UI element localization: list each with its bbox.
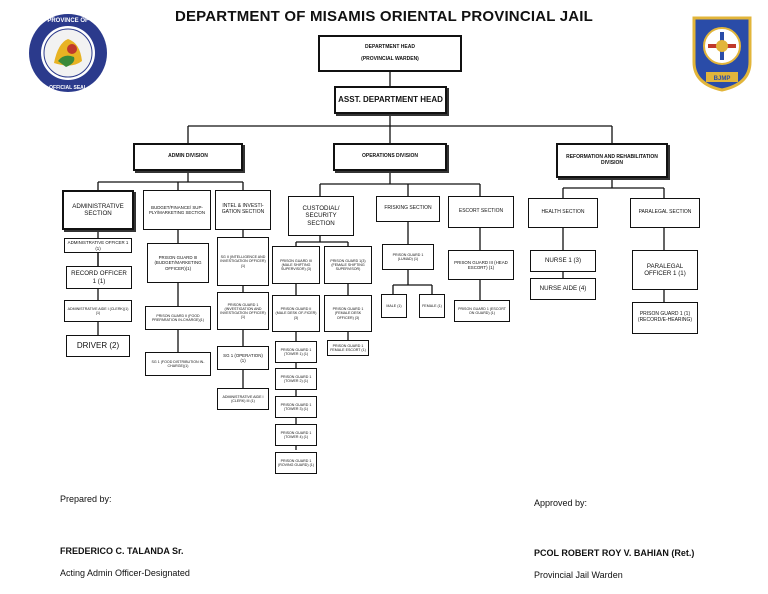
org-box: PRISON GUARD 1 (1) (RECORD/E-HEARING) xyxy=(632,302,698,334)
frisking-section-label: FRISKING SECTION xyxy=(384,205,432,212)
svg-text:BJMP: BJMP xyxy=(714,76,731,82)
org-box: PRISON GUARD II (MALE DESK OF-FICER) (3) xyxy=(272,295,320,332)
frisking-section-box: FRISKING SECTION xyxy=(376,196,440,222)
department-head-box: DEPARTMENT HEAD (PROVINCIAL WARDEN) xyxy=(318,35,462,72)
org-box: PRISON GUARD 1 (TOWER 2) (1) xyxy=(275,368,317,390)
org-box-label: PRISON GUARD 1 (1) (RECORD/E-HEARING) xyxy=(637,311,693,323)
org-box: PRISON GUARD 1 (INVESTIGATION AND INVEST… xyxy=(217,292,269,330)
org-box: PRISON GUARD 1 (ROVING GUARD) (1) xyxy=(275,452,317,474)
org-box-label: MALE (1) xyxy=(386,303,402,308)
org-box: NURSE AIDE (4) xyxy=(530,278,596,300)
org-box: SG II (INTELLIGENCE AND INVESTIGATION OF… xyxy=(217,237,269,286)
org-box-label: PRISON GUARD 1 (LUMAD) (1) xyxy=(392,252,424,261)
approved-by-title: Provincial Jail Warden xyxy=(534,570,623,580)
org-box-label: PRISON GUARD II (MALE DESK OF-FICER) (3) xyxy=(275,307,317,320)
health-section-label: HEALTH SECTION xyxy=(541,209,585,216)
asst-department-head-box: ASST. DEPARTMENT HEAD xyxy=(334,86,447,114)
org-box-label: PRISON GUARD 1 (TOWER 4) (1) xyxy=(280,430,312,439)
reformation-division-label: REFORMATION AND REHABILITATION DIVISION xyxy=(566,153,658,166)
approved-by-label: Approved by: xyxy=(534,498,588,508)
org-box-label: PRISON GUARD 1 FEMALE ESCORT (1) xyxy=(330,343,366,352)
paralegal-section-box: PARALEGAL SECTION xyxy=(630,198,700,228)
org-box: PRISON GUARD 1 (TOWER 1) (1) xyxy=(275,341,317,363)
org-box: PRISON GUARD 1 (TOWER 4) (1) xyxy=(275,424,317,446)
intel-section-box: INTEL & INVESTI-GATION SECTION xyxy=(215,190,271,230)
org-box-label: PRISON GUARD 1 (ESCORT ON GUARD) (1) xyxy=(458,306,506,315)
admin-division-box: ADMIN DIVISION xyxy=(133,143,243,171)
org-box-label: ADMINISTRATIVE AIDE I (CLERK) III (1) xyxy=(222,394,264,403)
org-box-label: PRISON GUARD 1(3) (FEMALE SHIFTING SUPER… xyxy=(330,258,366,272)
org-box-label: PRISON GUARD 1 (ROVING GUARD) (1) xyxy=(278,458,314,467)
org-box-label: SG 1 (OPERATION) (1) xyxy=(223,352,263,363)
org-box: FEMALE (1) xyxy=(419,294,445,318)
org-box-label: PRISON GUARD II (FOOD PREPARATION IN-CHA… xyxy=(152,313,204,322)
org-box-label: PRISON GUARD 1 (TOWER 1) (1) xyxy=(280,347,312,356)
department-head-subtitle: (PROVINCIAL WARDEN) xyxy=(361,55,419,62)
approved-by-name: PCOL ROBERT ROY V. BAHIAN (Ret.) xyxy=(534,548,695,558)
custodial-section-label: CUSTODIAL/ SECURITY SECTION xyxy=(302,205,340,227)
budget-section-label: BUDGET/FINANCE/ SUP-PLY/MARKETING SECTIO… xyxy=(148,204,206,215)
org-box-label: PRISON GUARD 1 (TOWER 2) (1) xyxy=(280,374,312,383)
svg-text:OFFICIAL SEAL: OFFICIAL SEAL xyxy=(49,85,87,91)
org-box-label: PRISON GUARD 1 (INVESTIGATION AND INVEST… xyxy=(220,302,266,320)
org-box: DRIVER (2) xyxy=(66,335,130,357)
escort-section-box: ESCORT SECTION xyxy=(448,196,514,228)
org-box-label: NURSE AIDE (4) xyxy=(539,285,587,293)
org-box-label: NURSE 1 (3) xyxy=(544,257,582,265)
org-box-label: SG II (INTELLIGENCE AND INVESTIGATION OF… xyxy=(220,255,266,268)
org-box: ADMINISTRATIVE AIDE I (CLERK) III (1) xyxy=(217,388,269,410)
org-box: PRISON GUARD II (FOOD PREPARATION IN-CHA… xyxy=(145,306,211,330)
admin-division-label: ADMIN DIVISION xyxy=(168,153,208,160)
prepared-by-name: FREDERICO C. TALANDA Sr. xyxy=(60,546,184,556)
org-box: PRISON GUARD 1 FEMALE ESCORT (1) xyxy=(327,340,369,356)
org-box-label: PRISON GUARD 1 (TOWER 3) (1) xyxy=(280,402,312,411)
org-box: ADMINISTRATIVE AIDE I (CLERK)(1) (1) xyxy=(64,300,132,322)
org-box-label: PRISON GUARD III (MALE SHIFTING SUPERVIS… xyxy=(280,258,312,272)
org-box: NURSE 1 (3) xyxy=(530,250,596,272)
org-box-label: SG 1 (FOOD DISTRIBUTION IN-CHARGE)(1) xyxy=(151,359,205,368)
escort-section-label: ESCORT SECTION xyxy=(458,208,504,215)
org-box-label: PRISON GUARD III (HEAD ESCORT) (1) xyxy=(454,259,508,270)
province-seal-logo: PROVINCE OF OFFICIAL SEAL xyxy=(28,13,108,93)
prepared-by-label: Prepared by: xyxy=(60,494,112,504)
org-box-label: PRISON GUARD III (BUDGET/MARKETING OFFIC… xyxy=(154,255,202,271)
asst-department-head-label: ASST. DEPARTMENT HEAD xyxy=(338,95,443,105)
org-box-label: PARALEGAL OFFICER 1 (1) xyxy=(644,262,686,277)
org-box: SG 1 (OPERATION) (1) xyxy=(217,346,269,370)
bjmp-seal-logo: BJMP xyxy=(686,12,758,92)
chart-title: DEPARTMENT OF MISAMIS ORIENTAL PROVINCIA… xyxy=(174,8,594,25)
org-box: PRISON GUARD 1(3) (FEMALE SHIFTING SUPER… xyxy=(324,246,372,284)
org-box: PARALEGAL OFFICER 1 (1) xyxy=(632,250,698,290)
org-box: PRISON GUARD 1 (TOWER 3) (1) xyxy=(275,396,317,418)
custodial-section-box: CUSTODIAL/ SECURITY SECTION xyxy=(288,196,354,236)
org-box-label: FEMALE (1) xyxy=(422,303,442,308)
paralegal-section-label: PARALEGAL SECTION xyxy=(638,209,692,216)
org-box-label: ADMINISTRATIVE AIDE I (CLERK)(1) (1) xyxy=(67,306,129,315)
org-box: MALE (1) xyxy=(381,294,407,318)
department-head-label: DEPARTMENT HEAD xyxy=(365,43,415,50)
svg-text:PROVINCE OF: PROVINCE OF xyxy=(47,18,89,24)
administrative-section-box: ADMINISTRATIVE SECTION xyxy=(62,190,134,230)
org-box: RECORD OFFICER 1 (1) xyxy=(66,266,132,289)
org-box-label: PRISON GUARD 1 (FEMALE DESK OFFICER) (3) xyxy=(332,307,364,320)
operations-division-box: OPERATIONS DIVISION xyxy=(333,143,447,171)
org-box-label: RECORD OFFICER 1 (1) xyxy=(71,270,127,285)
org-box-label: DRIVER (2) xyxy=(76,341,120,351)
org-box: PRISON GUARD III (HEAD ESCORT) (1) xyxy=(448,250,514,280)
org-box-label: ADMINISTRATIVE OFFICER 1 (1) xyxy=(67,240,129,251)
reformation-division-box: REFORMATION AND REHABILITATION DIVISION xyxy=(556,143,668,178)
intel-section-label: INTEL & INVESTI-GATION SECTION xyxy=(221,203,265,215)
org-box: SG 1 (FOOD DISTRIBUTION IN-CHARGE)(1) xyxy=(145,352,211,376)
operations-division-label: OPERATIONS DIVISION xyxy=(361,153,419,160)
org-box: PRISON GUARD III (BUDGET/MARKETING OFFIC… xyxy=(147,243,209,283)
org-box: PRISON GUARD 1 (FEMALE DESK OFFICER) (3) xyxy=(324,295,372,332)
budget-section-box: BUDGET/FINANCE/ SUP-PLY/MARKETING SECTIO… xyxy=(143,190,211,230)
org-box: PRISON GUARD III (MALE SHIFTING SUPERVIS… xyxy=(272,246,320,284)
org-box: ADMINISTRATIVE OFFICER 1 (1) xyxy=(64,238,132,253)
health-section-box: HEALTH SECTION xyxy=(528,198,598,228)
prepared-by-title: Acting Admin Officer-Designated xyxy=(60,568,190,578)
administrative-section-label: ADMINISTRATIVE SECTION xyxy=(72,202,124,217)
org-box: PRISON GUARD 1 (ESCORT ON GUARD) (1) xyxy=(454,300,510,322)
org-box: PRISON GUARD 1 (LUMAD) (1) xyxy=(382,244,434,270)
